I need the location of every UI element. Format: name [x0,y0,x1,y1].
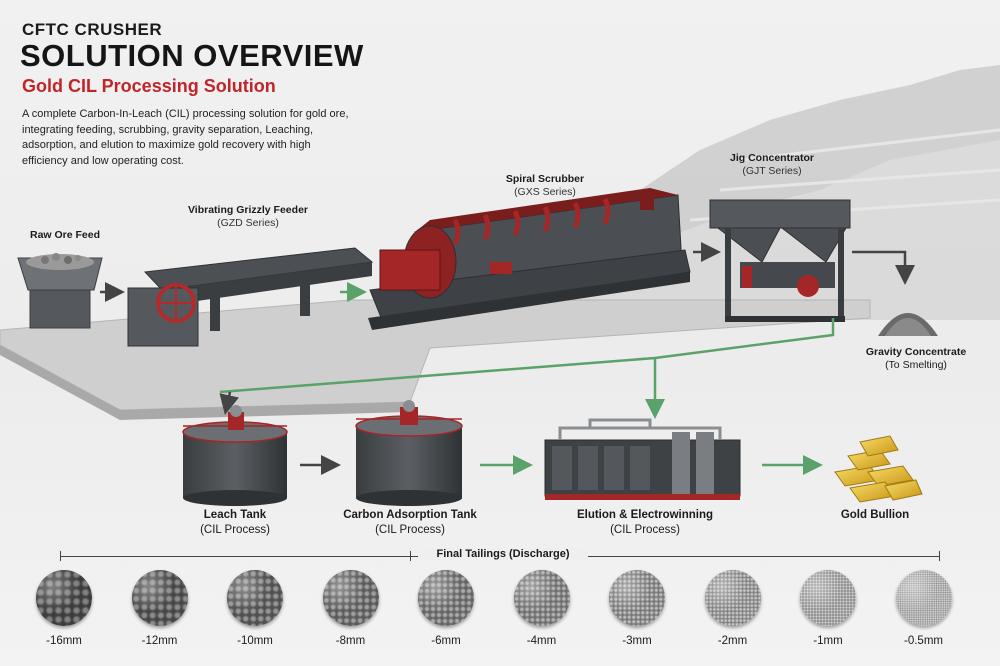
label-scrubber: Spiral Scrubber(GXS Series) [505,173,585,198]
label-leach: Leach Tank(CIL Process) [200,509,270,536]
tailings-size-label: -0.5mm [904,635,943,647]
tailings-size-label: -3mm [622,635,652,647]
tailings-bracket-tick [60,551,61,561]
gold-bullion-stack [834,435,923,503]
spiral-scrubber [368,188,691,330]
tailings-sample-0 [36,570,92,626]
raw-ore-hopper [17,253,103,329]
jig-concentrator [709,199,851,322]
tailings-size-label: -1mm [813,635,843,647]
tailings-size-label: -2mm [717,635,748,647]
page-title: SOLUTION OVERVIEW [20,38,364,73]
label-bullion: Gold Bullion [840,509,910,521]
label-feeder: Vibrating Grizzly Feeder(GZD Series) [187,204,308,229]
tailings-title: Final Tailings (Discharge) [418,548,588,560]
tailings-size-label: -10mm [237,635,273,647]
flow-line-tailing [219,318,835,394]
tailings-size-label: -6mm [431,635,461,647]
label-carbon: Carbon Adsorption Tank(CIL Process) [343,509,477,536]
tailings-sample-8 [800,570,856,626]
tailings-size-label: -8mm [335,635,366,647]
brand-name: CFTC CRUSHER [22,20,163,39]
tailings-size-label: -16mm [46,635,82,647]
tailings-sample-1 [131,570,188,626]
tailings-size-label: -4mm [526,635,557,647]
label-gravity: Gravity Concentrate(To Smelting) [865,346,967,371]
carbon-adsorption-tank [355,400,463,506]
label-raw-ore: Raw Ore Feed [29,229,101,241]
tailings-sample-3 [322,570,379,626]
tailings-sample-9 [895,570,952,626]
description: A complete Carbon-In-Leach (CIL) process… [22,108,349,167]
tailings-bracket-tick [939,551,940,561]
tailings-bracket-tick [410,551,411,561]
tailings-sample-2 [227,570,283,626]
elution-electrowinning-plant [544,418,741,500]
tailings-size-label: -12mm [141,635,178,647]
arrow-jig-to-gravity [852,250,915,285]
tailings-sample-6 [609,570,665,626]
tailings-sample-7 [704,570,761,626]
leach-tank [182,405,288,506]
page-subtitle: Gold CIL Processing Solution [22,76,276,96]
vibrating-grizzly-feeder [127,247,374,347]
label-jig: Jig Concentrator(GJT Series) [729,152,814,177]
tailings-sample-5 [513,570,570,626]
label-elution: Elution & Electrowinning(CIL Process) [576,509,714,536]
tailings-sample-4 [418,570,474,626]
arrow-to-leach [219,391,240,415]
